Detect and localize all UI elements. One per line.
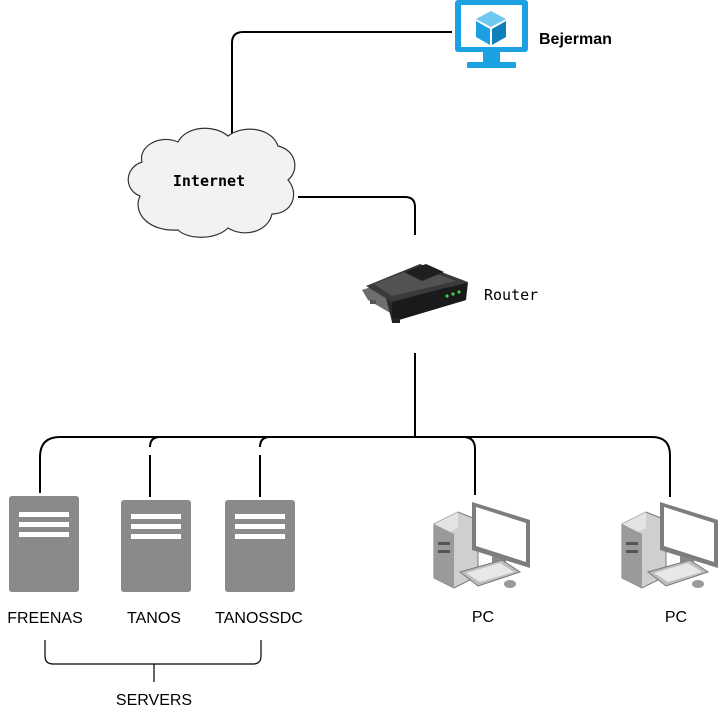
tanossdc-label: TANOSSDC bbox=[215, 610, 303, 627]
tanossdc-node[interactable]: TANOSSDC bbox=[215, 500, 303, 627]
wire-bus-to-tanossdc bbox=[259, 436, 271, 497]
router-label: Router bbox=[484, 286, 538, 304]
servers-label: SERVERS bbox=[116, 692, 192, 709]
pc1-label: PC bbox=[472, 609, 494, 626]
servers-group: SERVERS bbox=[44, 640, 262, 709]
monitor-icon bbox=[455, 0, 528, 68]
bejerman-label: Bejerman bbox=[539, 31, 612, 48]
router-icon bbox=[362, 264, 468, 323]
server-icon bbox=[121, 500, 191, 592]
internet-node[interactable]: Internet bbox=[127, 127, 296, 238]
router-node[interactable]: Router bbox=[362, 264, 538, 323]
wire-bus-to-pc1 bbox=[462, 436, 476, 495]
wire-cloud-to-bejerman bbox=[231, 31, 452, 136]
server-icon bbox=[225, 500, 295, 592]
tanos-label: TANOS bbox=[127, 610, 181, 627]
freenas-label: FREENAS bbox=[7, 610, 83, 627]
desktop-pc-icon bbox=[433, 502, 530, 589]
servers-bracket bbox=[44, 640, 262, 682]
cloud-icon bbox=[127, 127, 296, 238]
tanos-node[interactable]: TANOS bbox=[121, 500, 191, 627]
bejerman-node[interactable]: Bejerman bbox=[455, 0, 612, 68]
pc2-node[interactable]: PC bbox=[621, 502, 718, 626]
freenas-node[interactable]: FREENAS bbox=[7, 496, 83, 627]
server-icon bbox=[9, 496, 79, 592]
wire-bus-to-tanos bbox=[149, 436, 161, 497]
wire-lan-bus bbox=[39, 436, 671, 458]
pc1-node[interactable]: PC bbox=[433, 502, 530, 626]
pc2-label: PC bbox=[665, 609, 687, 626]
internet-label: Internet bbox=[173, 172, 245, 190]
desktop-pc-icon bbox=[621, 502, 718, 589]
wire-cloud-to-router bbox=[298, 196, 416, 235]
